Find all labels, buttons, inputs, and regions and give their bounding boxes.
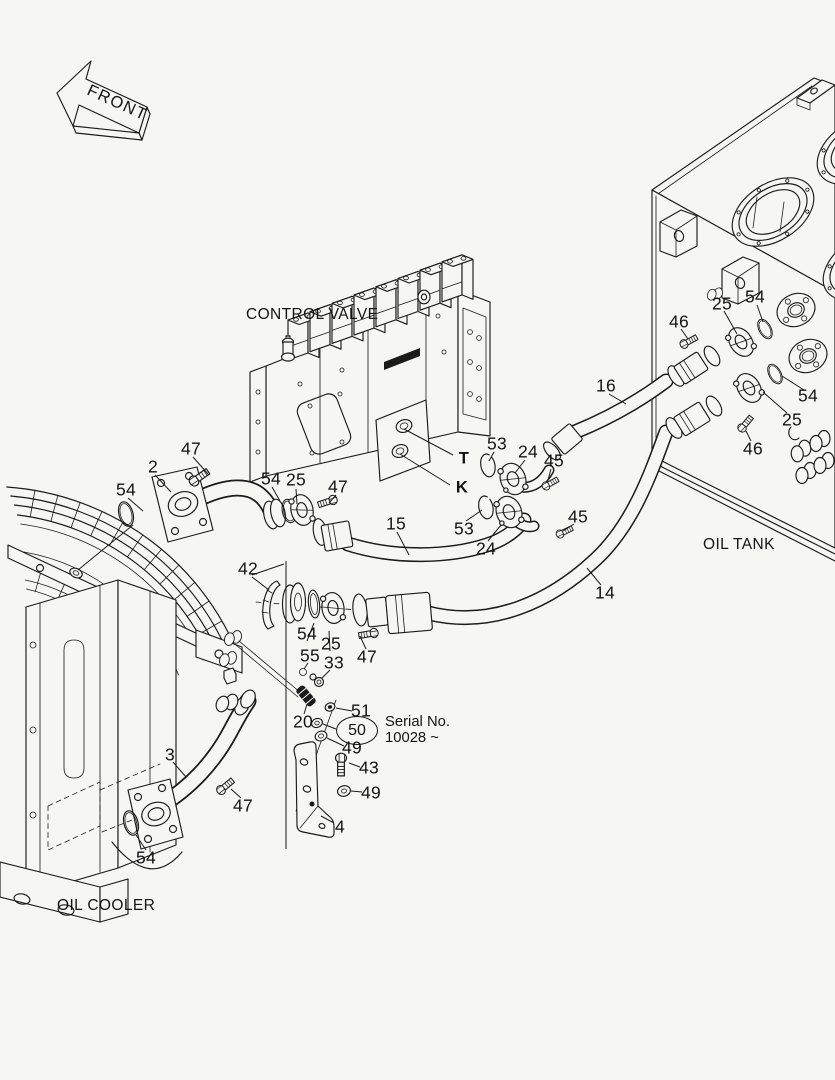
serial-badge: 50: [336, 715, 378, 745]
oil-tank-label: OIL TANK: [703, 536, 775, 553]
oil-cooler-label: OIL COOLER: [57, 897, 156, 914]
pipe-assemblies: [69, 466, 435, 850]
part-callout-47: 47: [327, 476, 349, 497]
serial-text: Serial No. 10028 ~: [385, 714, 450, 746]
part-callout-54: 54: [135, 847, 157, 868]
part-callout-54: 54: [115, 479, 137, 500]
part-callout-24: 24: [517, 441, 539, 462]
serial-note: 50 Serial No. 10028 ~: [336, 714, 450, 746]
part-callout-14: 14: [594, 582, 616, 603]
part-callout-33: 33: [323, 652, 345, 673]
part-callout-51: 51: [350, 700, 372, 721]
part-callout-47: 47: [356, 646, 378, 667]
part-callout-42: 42: [237, 558, 259, 579]
part-callout-53: 53: [453, 518, 475, 539]
hoses: [312, 286, 833, 635]
part-callout-25: 25: [285, 469, 307, 490]
part-callout-54: 54: [744, 286, 766, 307]
part-callout-46: 46: [668, 311, 690, 332]
part-callout-2: 2: [147, 456, 159, 477]
oil-cooler: [0, 544, 243, 923]
control-valve: [249, 254, 491, 483]
part-callout-54: 54: [296, 623, 318, 644]
part-callout-20: 20: [292, 711, 314, 732]
small-parts: [293, 668, 351, 838]
part-callout-45: 45: [543, 450, 565, 471]
part-callout-49: 49: [341, 737, 363, 758]
part-callout-25: 25: [320, 633, 342, 654]
oil-tank: [651, 77, 835, 562]
part-callout-16: 16: [595, 375, 617, 396]
part-callout-54: 54: [260, 468, 282, 489]
part-callout-46: 46: [742, 438, 764, 459]
part-callout-49: 49: [360, 782, 382, 803]
part-callout-47: 47: [232, 795, 254, 816]
part-callout-45: 45: [567, 506, 589, 527]
part-callout-4: 4: [334, 816, 346, 837]
part-callout-53: 53: [486, 433, 508, 454]
port-label-K: K: [455, 478, 469, 497]
leader-lines: [77, 304, 805, 851]
part-callout-43: 43: [358, 757, 380, 778]
part-callout-3: 3: [164, 744, 176, 765]
front-direction-arrow: FRONT: [56, 60, 151, 141]
port-label-T: T: [458, 449, 470, 468]
part-callout-55: 55: [299, 645, 321, 666]
part-callout-47: 47: [180, 438, 202, 459]
part-callout-15: 15: [385, 513, 407, 534]
part-callout-24: 24: [475, 538, 497, 559]
part-callout-54: 54: [797, 385, 819, 406]
tk-port-parts: [476, 452, 575, 540]
part-callout-25: 25: [781, 409, 803, 430]
control-valve-label: CONTROL VALVE: [246, 306, 379, 323]
part-callout-25: 25: [711, 293, 733, 314]
